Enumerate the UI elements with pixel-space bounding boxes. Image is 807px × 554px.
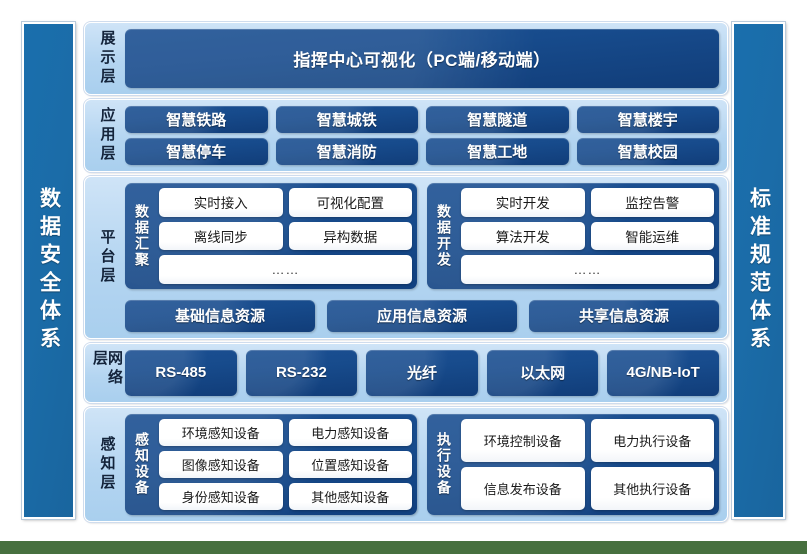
layer-platform-label: 平台层	[98, 228, 116, 286]
group-data-aggregation: 数据汇聚 实时接入 可视化配置 离线同步 异构数据 ……	[125, 183, 417, 289]
sensing-groups: 感知设备 环境感知设备 电力感知设备 图像感知设备 位置感知设备	[125, 414, 719, 515]
layer-display-label: 展示层	[98, 30, 116, 88]
architecture-diagram-canvas: 数据安全体系 标准规范体系 展示层 指挥中心可视化（PC端/移动端） 应用层 智…	[0, 0, 807, 541]
sensing-devices-row-2: 图像感知设备 位置感知设备	[159, 450, 412, 478]
sensing-devices-row-1: 环境感知设备 电力感知设备	[159, 418, 412, 446]
data-development-row-3: ……	[461, 255, 714, 284]
chip-visual-configuration[interactable]: 可视化配置	[288, 188, 412, 217]
layer-display: 展示层 指挥中心可视化（PC端/移动端）	[84, 22, 728, 96]
pillar-standards: 标准规范体系	[732, 22, 785, 519]
platform-groups: 数据汇聚 实时接入 可视化配置 离线同步 异构数据 ……	[125, 183, 719, 289]
group-sensing-devices-title: 感知设备	[134, 432, 150, 497]
application-row-1: 智慧铁路 智慧城铁 智慧隧道 智慧楼宇	[125, 106, 719, 134]
layer-application-label: 应用层	[98, 107, 116, 165]
chip-environment-sensing-device[interactable]: 环境感知设备	[159, 418, 283, 446]
pillar-right-label: 标准规范体系	[747, 186, 771, 355]
chip-realtime-ingestion[interactable]: 实时接入	[159, 188, 283, 217]
chip-command-center-visualization[interactable]: 指挥中心可视化（PC端/移动端）	[125, 29, 719, 89]
chip-smart-construction-site[interactable]: 智慧工地	[426, 138, 569, 166]
layer-sensing-body: 感知设备 环境感知设备 电力感知设备 图像感知设备 位置感知设备	[125, 414, 719, 515]
chip-heterogeneous-data[interactable]: 异构数据	[288, 221, 412, 251]
data-aggregation-row-2: 离线同步 异构数据	[159, 221, 412, 251]
chip-intelligent-ops[interactable]: 智能运维	[590, 221, 714, 251]
chip-information-release-device[interactable]: 信息发布设备	[461, 466, 585, 510]
layer-display-body: 指挥中心可视化（PC端/移动端）	[125, 29, 719, 89]
group-actuator-devices-title: 执行设备	[436, 432, 452, 497]
group-sensing-devices: 感知设备 环境感知设备 电力感知设备 图像感知设备 位置感知设备	[125, 414, 417, 515]
chip-data-aggregation-more[interactable]: ……	[159, 255, 412, 284]
layer-network-label: 网络层	[91, 349, 123, 388]
chip-smart-firefighting[interactable]: 智慧消防	[275, 138, 418, 166]
chip-smart-railway[interactable]: 智慧铁路	[125, 106, 268, 134]
layer-application: 应用层 智慧铁路 智慧城铁 智慧隧道 智慧楼宇 智慧停车 智慧消防 智慧工地 智…	[84, 99, 728, 173]
layer-sensing: 感知层 感知设备 环境感知设备 电力感知设备 图像感知设备	[84, 406, 728, 522]
chip-fiber-optic[interactable]: 光纤	[366, 349, 478, 396]
group-data-development-grid: 实时开发 监控告警 算法开发 智能运维 ……	[461, 188, 714, 284]
chip-rs485[interactable]: RS-485	[125, 349, 237, 396]
layer-network-body: RS-485 RS-232 光纤 以太网 4G/NB-IoT	[125, 349, 719, 396]
group-data-aggregation-title: 数据汇聚	[134, 203, 150, 268]
layer-platform-body: 数据汇聚 实时接入 可视化配置 离线同步 异构数据 ……	[125, 183, 719, 332]
chip-ethernet[interactable]: 以太网	[486, 349, 599, 396]
data-development-row-1: 实时开发 监控告警	[461, 188, 714, 217]
layer-network: 网络层 RS-485 RS-232 光纤 以太网 4G/NB-IoT	[84, 342, 728, 403]
group-sensing-devices-grid: 环境感知设备 电力感知设备 图像感知设备 位置感知设备 身份感知设备 其他感知设…	[159, 418, 412, 510]
group-data-development-title: 数据开发	[436, 203, 452, 268]
chip-data-development-more[interactable]: ……	[461, 255, 714, 284]
chip-4g-nbiot[interactable]: 4G/NB-IoT	[607, 349, 719, 396]
chip-application-information-resource[interactable]: 应用信息资源	[327, 299, 517, 332]
chip-environment-control-device[interactable]: 环境控制设备	[461, 418, 585, 462]
platform-resource-bar: 基础信息资源 应用信息资源 共享信息资源	[125, 299, 719, 332]
chip-power-actuator-device[interactable]: 电力执行设备	[590, 418, 714, 462]
chip-smart-metro[interactable]: 智慧城铁	[275, 106, 418, 134]
layer-platform: 平台层 数据汇聚 实时接入 可视化配置 离线同步 异	[84, 176, 728, 339]
actuator-devices-row-1: 环境控制设备 电力执行设备	[461, 418, 714, 462]
chip-other-sensing-device[interactable]: 其他感知设备	[288, 482, 412, 510]
chip-identity-sensing-device[interactable]: 身份感知设备	[159, 482, 283, 510]
layer-application-body: 智慧铁路 智慧城铁 智慧隧道 智慧楼宇 智慧停车 智慧消防 智慧工地 智慧校园	[125, 106, 719, 166]
chip-basic-information-resource[interactable]: 基础信息资源	[125, 299, 315, 332]
chip-realtime-development[interactable]: 实时开发	[461, 188, 585, 217]
pillar-left-label: 数据安全体系	[37, 186, 61, 355]
layer-stack: 展示层 指挥中心可视化（PC端/移动端） 应用层 智慧铁路 智慧城铁 智慧隧道 …	[84, 22, 728, 522]
group-data-development: 数据开发 实时开发 监控告警 算法开发 智能运维 ……	[427, 183, 719, 289]
layer-sensing-label: 感知层	[98, 435, 116, 493]
chip-location-sensing-device[interactable]: 位置感知设备	[288, 450, 412, 478]
chip-smart-tunnel[interactable]: 智慧隧道	[426, 106, 569, 134]
chip-shared-information-resource[interactable]: 共享信息资源	[529, 299, 719, 332]
chip-smart-building[interactable]: 智慧楼宇	[576, 106, 719, 134]
data-development-row-2: 算法开发 智能运维	[461, 221, 714, 251]
network-chip-row: RS-485 RS-232 光纤 以太网 4G/NB-IoT	[125, 349, 719, 396]
group-actuator-devices: 执行设备 环境控制设备 电力执行设备 信息发布设备 其他执行设备	[427, 414, 719, 515]
actuator-devices-row-2: 信息发布设备 其他执行设备	[461, 466, 714, 510]
chip-algorithm-development[interactable]: 算法开发	[461, 221, 585, 251]
chip-other-actuator-device[interactable]: 其他执行设备	[590, 466, 714, 510]
chip-power-sensing-device[interactable]: 电力感知设备	[288, 418, 412, 446]
pillar-data-security: 数据安全体系	[22, 22, 75, 519]
chip-smart-parking[interactable]: 智慧停车	[125, 138, 268, 166]
chip-rs232[interactable]: RS-232	[245, 349, 358, 396]
group-actuator-devices-grid: 环境控制设备 电力执行设备 信息发布设备 其他执行设备	[461, 418, 714, 510]
group-data-aggregation-grid: 实时接入 可视化配置 离线同步 异构数据 ……	[159, 188, 412, 284]
chip-smart-campus[interactable]: 智慧校园	[576, 138, 719, 166]
data-aggregation-row-1: 实时接入 可视化配置	[159, 188, 412, 217]
chip-monitoring-alarm[interactable]: 监控告警	[590, 188, 714, 217]
chip-offline-sync[interactable]: 离线同步	[159, 221, 283, 251]
sensing-devices-row-3: 身份感知设备 其他感知设备	[159, 482, 412, 510]
application-row-2: 智慧停车 智慧消防 智慧工地 智慧校园	[125, 138, 719, 166]
chip-image-sensing-device[interactable]: 图像感知设备	[159, 450, 283, 478]
data-aggregation-row-3: ……	[159, 255, 412, 284]
